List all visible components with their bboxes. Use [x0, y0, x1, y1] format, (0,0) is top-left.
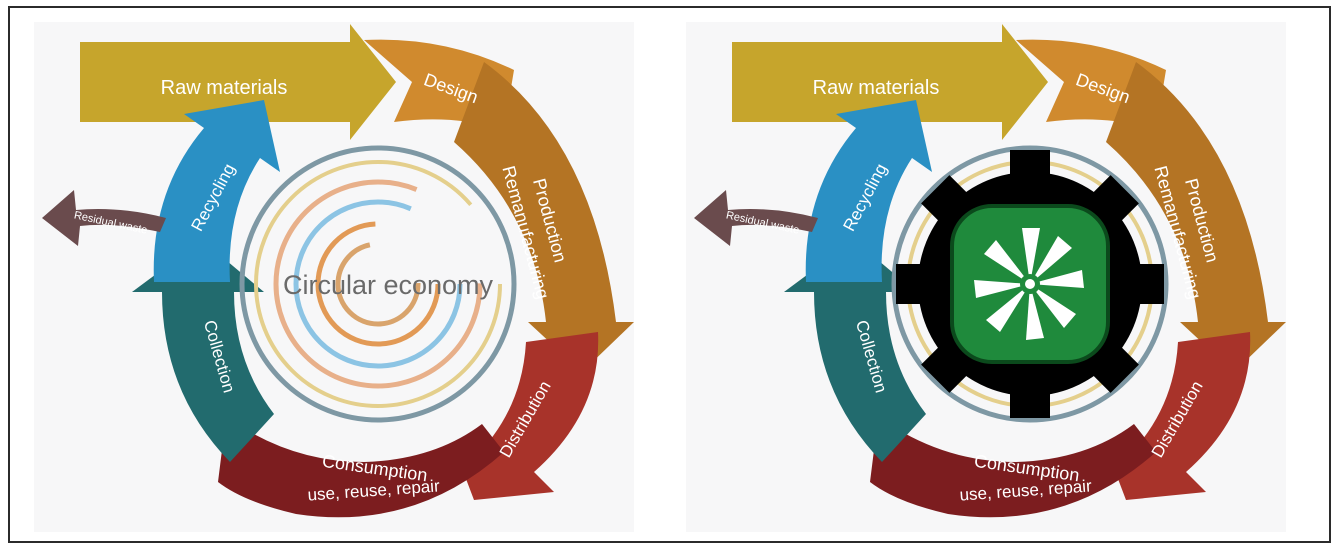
recycling-arrow	[805, 100, 932, 282]
collection-arrow	[132, 240, 274, 462]
production-arrow	[1106, 62, 1286, 372]
production-arrow	[454, 62, 634, 372]
raw-materials-arrow	[80, 24, 396, 140]
circular-economy-diagram-right: Raw materials Design Production Remanufa…	[686, 22, 1286, 532]
consumption-arrow	[870, 402, 1156, 518]
outer-ring	[239, 145, 517, 423]
outer-ring	[891, 145, 1169, 423]
residual-waste-arrow	[42, 190, 166, 246]
image-frame: Raw materials Design Production Remanufa…	[8, 6, 1331, 543]
raw-materials-arrow	[732, 24, 1048, 140]
inner-ring-orange	[315, 221, 441, 347]
logo-icon	[974, 228, 1084, 340]
recycling-arrow	[153, 100, 280, 282]
residual-waste-arrow	[694, 190, 818, 246]
circular-economy-diagram-left: Raw materials Design Production Remanufa…	[34, 22, 634, 532]
collection-arrow	[784, 240, 926, 462]
consumption-arrow	[218, 402, 504, 518]
label-raw-materials: Raw materials	[813, 77, 940, 99]
inner-ring-blue	[293, 199, 463, 369]
inner-ring-peach	[273, 179, 483, 389]
center-title: Circular economy	[283, 270, 494, 300]
inner-ring-tan	[335, 241, 421, 327]
label-raw-materials: Raw materials	[161, 77, 288, 99]
inner-ring-yellow	[254, 160, 502, 408]
